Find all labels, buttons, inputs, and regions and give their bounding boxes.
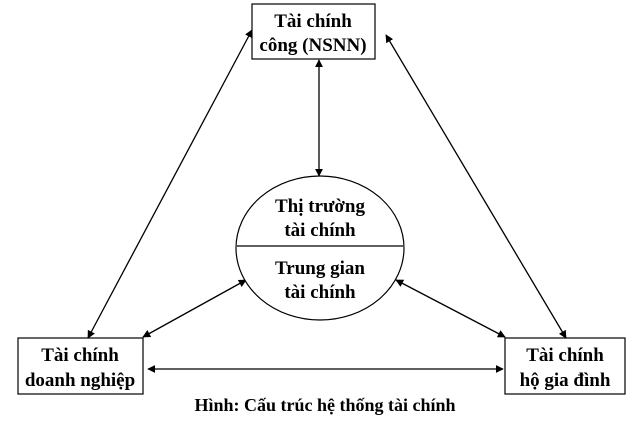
figure-caption: Hình: Cấu trúc hệ thống tài chính (194, 395, 455, 415)
node-enterprise-line2: doanh nghiệp (25, 370, 135, 391)
node-market-line2: tài chính (284, 220, 356, 241)
node-market-line1: Thị trường (275, 196, 366, 217)
node-household-finance: Tài chính hộ gia đình (504, 337, 626, 395)
arrow-public-to-enterprise (87, 29, 253, 339)
arrow-household-to-intermediary (395, 279, 506, 338)
arrow-public-to-household (385, 34, 567, 339)
node-enterprise-line1: Tài chính (41, 345, 119, 366)
node-household-line2: hộ gia đình (520, 370, 611, 391)
node-household-line1: Tài chính (526, 345, 604, 366)
node-financial-market-intermediary: Thị trường tài chính Trung gian tài chín… (235, 175, 405, 321)
arrow-enterprise-to-intermediary (142, 279, 247, 338)
node-public-finance-line1: Tài chính (274, 11, 352, 32)
node-public-finance: Tài chính công (NSNN) (251, 3, 376, 60)
node-enterprise-finance: Tài chính doanh nghiệp (17, 337, 144, 395)
node-public-finance-line2: công (NSNN) (259, 35, 366, 56)
node-intermediary-line2: tài chính (284, 282, 356, 303)
node-intermediary-line1: Trung gian (275, 258, 365, 279)
